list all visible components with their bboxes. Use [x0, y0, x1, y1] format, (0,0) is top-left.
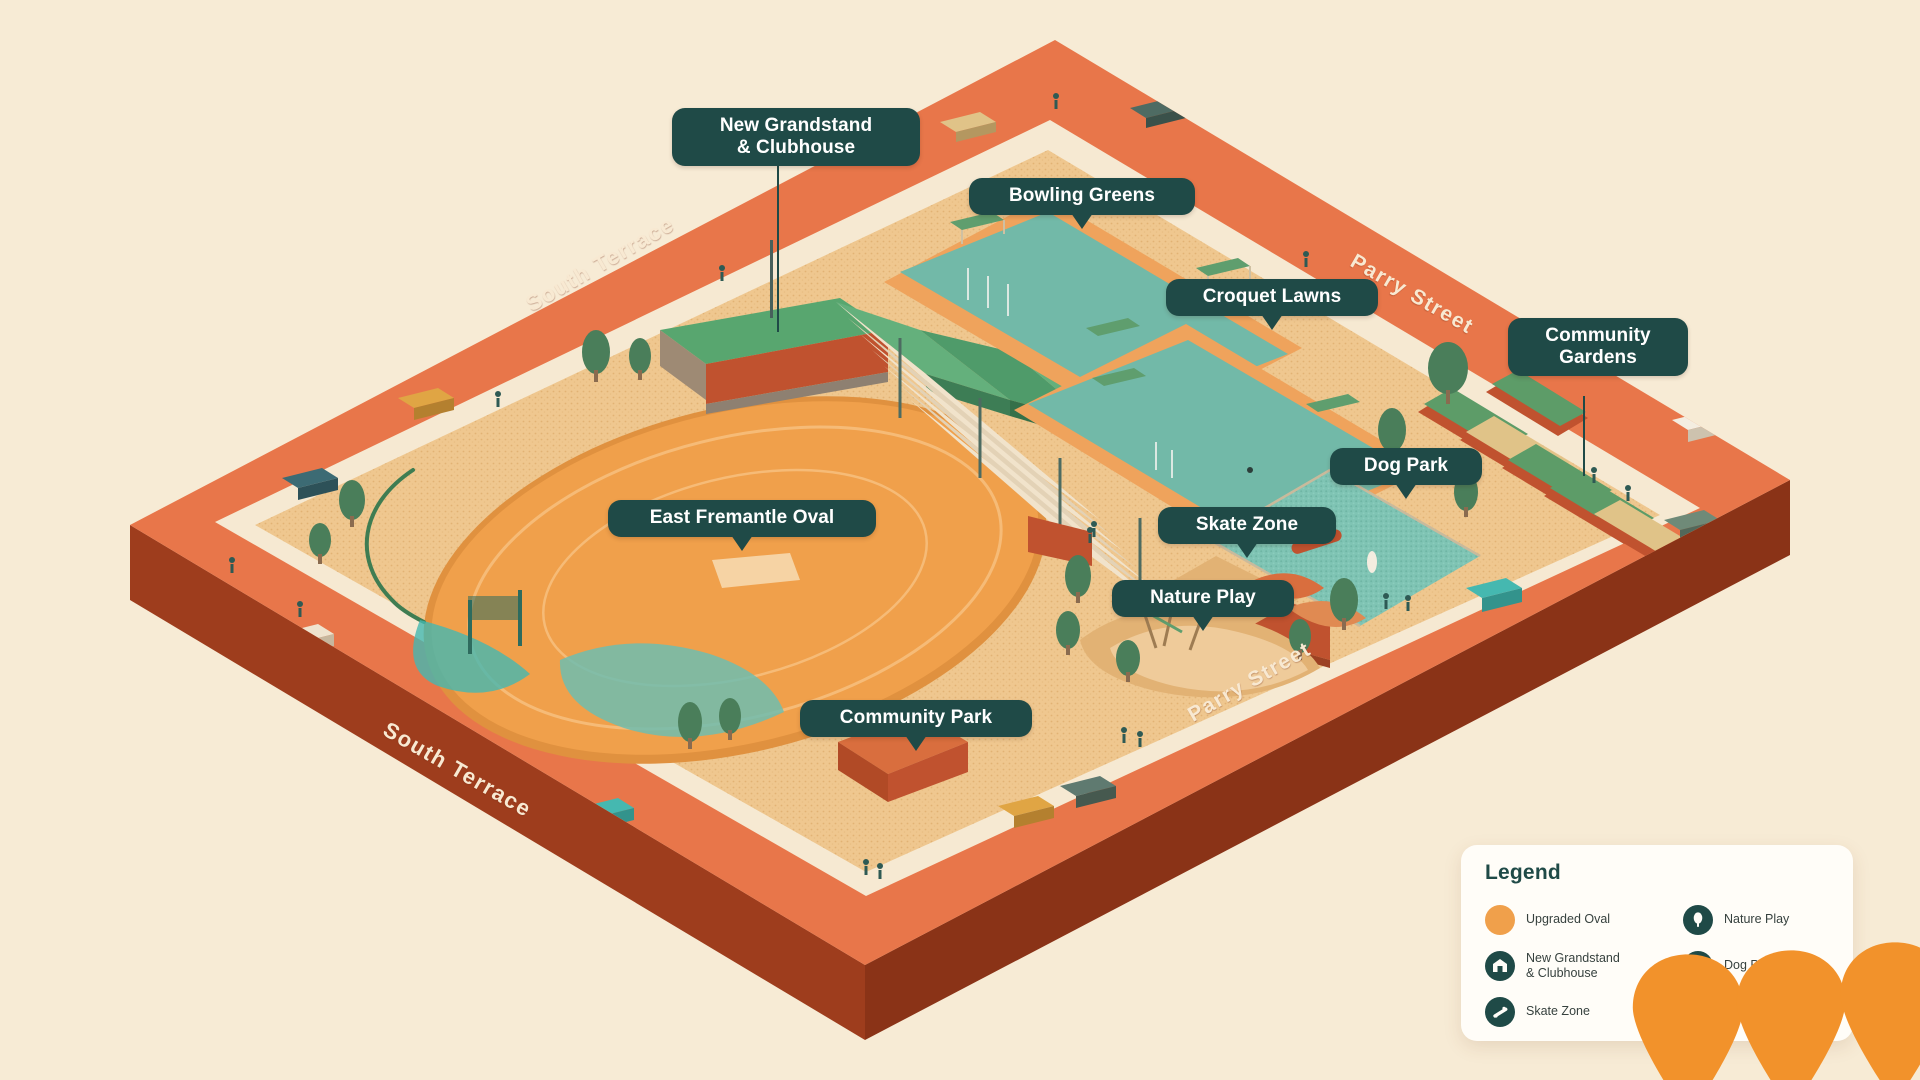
legend-item-nature-play[interactable]: Nature Play [1683, 897, 1853, 943]
map-label-dog-park[interactable]: Dog Park [1330, 448, 1482, 499]
map-label-text-community-park: Community Park [839, 707, 993, 728]
legend-item-label-upgraded-oval: Upgraded Oval [1526, 912, 1611, 927]
map-label-east-fremantle-oval[interactable]: East Fremantle Oval [608, 500, 876, 551]
skate-and-nature-play-area [1080, 529, 1366, 698]
map-label-text-bowling-greens: Bowling Greens [1008, 185, 1156, 206]
map-label-text-nature-play: Nature Play [1150, 587, 1256, 608]
map-label-community-park[interactable]: Community Park [800, 700, 1032, 751]
legend-item-label-skate-zone: Skate Zone [1526, 1004, 1590, 1019]
map-pin-marker[interactable] [1836, 940, 1920, 1080]
pavilion-icon [1485, 951, 1515, 981]
skateboard-icon [1485, 997, 1515, 1027]
filled-circle-icon [1485, 905, 1515, 935]
map-label-community-gardens[interactable]: Community Gardens [1508, 318, 1688, 377]
map-label-bowling-greens[interactable]: Bowling Greens [969, 178, 1195, 229]
legend-item-new-grandstand-clubhouse[interactable]: New Grandstand & Clubhouse [1485, 943, 1675, 989]
legend-item-upgraded-oval[interactable]: Upgraded Oval [1485, 897, 1675, 943]
map-label-nature-play[interactable]: Nature Play [1112, 580, 1294, 631]
callout-leader-line-community-gardens [1583, 396, 1585, 476]
callout-leader-line-new-grandstand-clubhouse [777, 164, 779, 332]
legend-item-label-new-grandstand-clubhouse: New Grandstand & Clubhouse [1526, 950, 1620, 980]
community-gardens-area [1418, 342, 1692, 566]
trees [309, 330, 1478, 749]
map-label-text-dog-park: Dog Park [1363, 455, 1449, 476]
people-figures [229, 93, 1631, 879]
map-label-new-grandstand-clubhouse[interactable]: New Grandstand & Clubhouse [672, 108, 920, 167]
map-label-croquet-lawns[interactable]: Croquet Lawns [1166, 279, 1378, 330]
map-label-text-new-grandstand-clubhouse: New Grandstand & Clubhouse [719, 115, 873, 158]
map-label-skate-zone[interactable]: Skate Zone [1158, 507, 1336, 558]
tree-icon [1683, 905, 1713, 935]
map-label-text-community-gardens: Community Gardens [1545, 325, 1651, 368]
map-label-text-skate-zone: Skate Zone [1195, 514, 1299, 535]
legend-title: Legend [1485, 861, 1561, 884]
map-label-text-croquet-lawns: Croquet Lawns [1202, 286, 1342, 307]
legend-item-label-nature-play: Nature Play [1724, 912, 1790, 927]
map-pin-marker[interactable] [1628, 952, 1748, 1080]
map-pin-marker[interactable] [1732, 948, 1850, 1080]
map-label-text-east-fremantle-oval: East Fremantle Oval [649, 507, 835, 528]
legend-item-skate-zone[interactable]: Skate Zone [1485, 989, 1675, 1035]
